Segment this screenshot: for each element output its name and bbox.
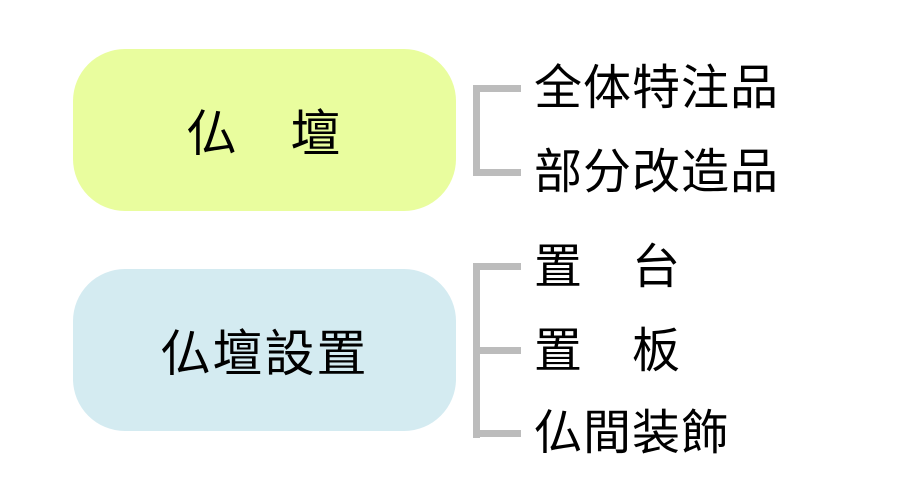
category-label: 仏壇設置: [160, 325, 369, 383]
category-box-butsudan-setchi: 仏壇設置: [73, 269, 456, 431]
bracket-connector-branch: [473, 263, 521, 270]
bracket-connector-branch: [473, 347, 521, 354]
bracket-connector-branch: [473, 430, 521, 437]
category-box-butsudan: 仏 壇: [73, 49, 456, 211]
category-label: 仏 壇: [186, 105, 343, 163]
list-item: 全体特注品: [534, 60, 780, 116]
bracket-connector-branch: [473, 85, 521, 92]
list-item: 置 板: [534, 323, 682, 379]
list-item: 置 台: [534, 239, 682, 295]
list-item: 部分改造品: [534, 144, 780, 200]
list-item: 仏間装飾: [534, 405, 731, 461]
bracket-connector-branch: [473, 169, 521, 176]
bracket-connector-vertical: [473, 85, 480, 176]
